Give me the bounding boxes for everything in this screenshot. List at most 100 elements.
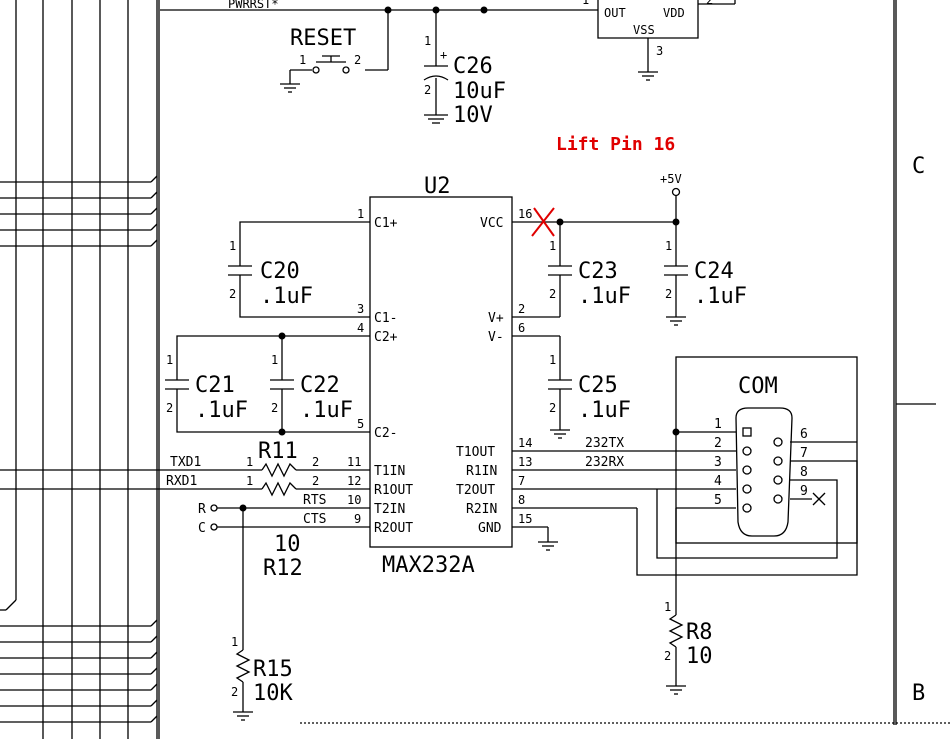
u2-part: MAX232A bbox=[382, 553, 475, 578]
c20-value: .1uF bbox=[260, 284, 313, 309]
c26-symbol bbox=[423, 65, 449, 124]
u2-pin-num: 14 bbox=[518, 436, 532, 450]
u2-pin-label: VCC bbox=[480, 216, 503, 231]
reset-pin1: 1 bbox=[299, 53, 306, 67]
junction-c22-top bbox=[278, 332, 286, 340]
c26-value: 10uF bbox=[453, 79, 506, 104]
rx232-net: 232RX bbox=[585, 455, 624, 470]
r15-value: 10K bbox=[253, 681, 293, 706]
c26-pin1: 1 bbox=[424, 34, 431, 48]
vcc-symbol bbox=[671, 187, 681, 222]
tx232-net: 232TX bbox=[585, 436, 624, 451]
u2-pin-num: 1 bbox=[357, 207, 364, 221]
u2-left-pin-lines bbox=[345, 221, 370, 528]
r11-pin1: 1 bbox=[246, 455, 253, 469]
r11-pin2: 2 bbox=[312, 455, 319, 469]
r15-pin2: 2 bbox=[231, 685, 238, 699]
u2-pin-label: C1+ bbox=[374, 216, 398, 231]
ground-u2 bbox=[538, 527, 558, 551]
c24-pin1: 1 bbox=[665, 239, 672, 253]
c23-pin2: 2 bbox=[549, 287, 556, 301]
u2-pin-label: V+ bbox=[488, 311, 504, 326]
zone-b-label: B bbox=[912, 681, 925, 706]
u2-pin-num: 5 bbox=[357, 417, 364, 431]
u2-pin-label: GND bbox=[478, 521, 502, 536]
u2-pin-label: C1- bbox=[374, 311, 397, 326]
left-bus bbox=[0, 0, 160, 739]
u2-pin-label: R1IN bbox=[466, 464, 497, 479]
c-net: C bbox=[198, 521, 206, 536]
c21-value: .1uF bbox=[195, 398, 248, 423]
com-pin: 6 bbox=[800, 427, 808, 442]
c24-name: C24 bbox=[694, 259, 734, 284]
u2-right-pin-lines bbox=[512, 221, 736, 528]
regulator-box bbox=[597, 0, 736, 39]
u2-body bbox=[369, 196, 513, 548]
c26-pin2: 2 bbox=[424, 83, 431, 97]
u2-pin-label: T1IN bbox=[374, 464, 405, 479]
c25-symbol bbox=[548, 336, 572, 439]
u2-pin-num: 16 bbox=[518, 207, 532, 221]
rts-cts-wiring bbox=[214, 507, 345, 721]
c23-value: .1uF bbox=[578, 284, 631, 309]
vcc-label: +5V bbox=[660, 172, 682, 186]
junction-dots bbox=[384, 6, 488, 14]
u2-pin-label: T2OUT bbox=[456, 483, 495, 498]
u2-pin-label: C2- bbox=[374, 426, 397, 441]
com-pin: 4 bbox=[714, 474, 722, 489]
c25-pin1: 1 bbox=[549, 353, 556, 367]
ground-reset bbox=[280, 83, 300, 93]
top-wiring bbox=[160, 9, 649, 115]
c22-pin2: 2 bbox=[271, 401, 278, 415]
u2-pin-num: 15 bbox=[518, 512, 532, 526]
com-pin: 7 bbox=[800, 446, 808, 461]
com-wiring bbox=[636, 356, 858, 695]
drawing-border bbox=[300, 0, 952, 725]
c26-plus: + bbox=[440, 48, 447, 62]
c24-value: .1uF bbox=[694, 284, 747, 309]
u2-pin-label: C2+ bbox=[374, 330, 398, 345]
r15-name: R15 bbox=[253, 657, 293, 682]
junction-c22-bottom bbox=[278, 428, 286, 436]
reg-pin2: 2 bbox=[706, 0, 713, 7]
u2-pin-label: T2IN bbox=[374, 502, 405, 517]
u2-pin-num: 13 bbox=[518, 455, 532, 469]
txd-rxd-wiring bbox=[0, 462, 345, 497]
c25-name: C25 bbox=[578, 373, 618, 398]
r-net: R bbox=[198, 502, 206, 517]
zone-c-label: C bbox=[912, 154, 925, 179]
reg-vss: VSS bbox=[633, 23, 655, 37]
com-pin: 2 bbox=[714, 436, 722, 451]
com-pin: 3 bbox=[714, 455, 722, 470]
r-net-terminal bbox=[210, 504, 218, 512]
junction-com-pin1 bbox=[672, 428, 680, 436]
c23-symbol bbox=[548, 222, 572, 317]
com-pin: 5 bbox=[714, 493, 722, 508]
u2-pin-label: V- bbox=[488, 330, 504, 345]
u2-pin-num: 8 bbox=[518, 493, 525, 507]
u2-pin-label: R2OUT bbox=[374, 521, 413, 536]
r8-pin1: 1 bbox=[664, 600, 671, 614]
c26-name: C26 bbox=[453, 54, 493, 79]
lift-pin-annotation: Lift Pin 16 bbox=[556, 134, 675, 155]
u2-pin-label: R2IN bbox=[466, 502, 497, 517]
cts-net: CTS bbox=[303, 512, 326, 527]
c25-value: .1uF bbox=[578, 398, 631, 423]
ground-reg bbox=[638, 71, 658, 81]
r11-name: R11 bbox=[258, 439, 298, 464]
pwrrst-net: PWRRST* bbox=[228, 0, 279, 11]
reg-out: OUT bbox=[604, 6, 626, 20]
c21-pin1: 1 bbox=[166, 353, 173, 367]
u2-pin-label: R1OUT bbox=[374, 483, 413, 498]
lift-pin-x-mark bbox=[531, 207, 555, 237]
u2-pin-num: 2 bbox=[518, 302, 525, 316]
c22-value: .1uF bbox=[300, 398, 353, 423]
u2-pin-num: 10 bbox=[347, 493, 361, 507]
com-name: COM bbox=[738, 374, 778, 399]
c20-pin2: 2 bbox=[229, 287, 236, 301]
u2-pin-num: 6 bbox=[518, 321, 525, 335]
reg-vdd: VDD bbox=[663, 6, 685, 20]
u2-pin-num: 9 bbox=[354, 512, 361, 526]
c26-voltage: 10V bbox=[453, 103, 493, 128]
